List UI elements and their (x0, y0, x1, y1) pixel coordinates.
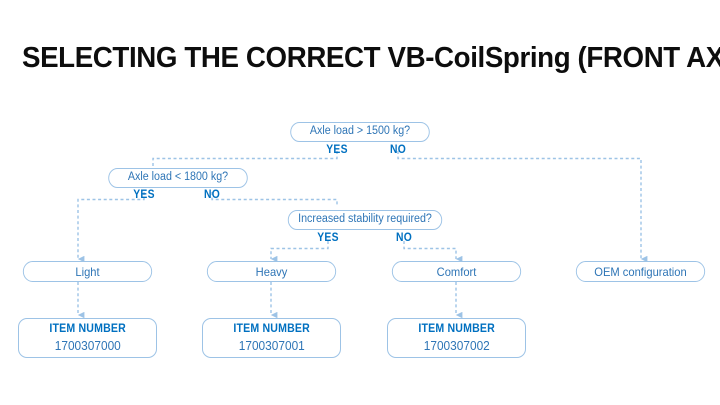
result-label: Comfort (436, 264, 477, 279)
result-label: Light (75, 264, 100, 279)
result-node-oem-configuration[interactable]: OEM configuration (575, 261, 706, 282)
result-node-comfort[interactable]: Comfort (391, 261, 522, 282)
result-label: OEM configuration (594, 264, 687, 279)
decision-label: Axle load < 1800 kg? (127, 171, 229, 184)
branch-label-yes-3: YES (317, 232, 339, 244)
decision-node-axle-load-1500[interactable]: Axle load > 1500 kg? (290, 122, 430, 142)
decision-node-increased-stability[interactable]: Increased stability required? (287, 210, 443, 230)
branch-label-no-2: NO (203, 189, 221, 201)
item-number-value: 1700307001 (238, 338, 305, 353)
item-number-heading: ITEM NUMBER (418, 323, 495, 335)
branch-label-yes-1: YES (326, 144, 348, 156)
branch-label-no-3: NO (395, 232, 413, 244)
item-number-box-heavy[interactable]: ITEM NUMBER 1700307001 (202, 318, 341, 358)
decision-node-axle-load-1800[interactable]: Axle load < 1800 kg? (108, 168, 248, 188)
item-number-box-comfort[interactable]: ITEM NUMBER 1700307002 (387, 318, 526, 358)
result-label: Heavy (255, 264, 288, 279)
item-number-heading: ITEM NUMBER (49, 323, 126, 335)
page-title: SELECTING THE CORRECT VB-CoilSpring (FRO… (22, 42, 720, 74)
result-node-light[interactable]: Light (22, 261, 153, 282)
decision-label: Increased stability required? (298, 213, 432, 226)
item-number-value: 1700307002 (423, 338, 490, 353)
decision-label: Axle load > 1500 kg? (309, 125, 411, 138)
branch-label-no-1: NO (389, 144, 407, 156)
item-number-heading: ITEM NUMBER (233, 323, 310, 335)
result-node-heavy[interactable]: Heavy (206, 261, 337, 282)
item-number-value: 1700307000 (54, 338, 121, 353)
branch-label-yes-2: YES (133, 189, 155, 201)
item-number-box-light[interactable]: ITEM NUMBER 1700307000 (18, 318, 157, 358)
